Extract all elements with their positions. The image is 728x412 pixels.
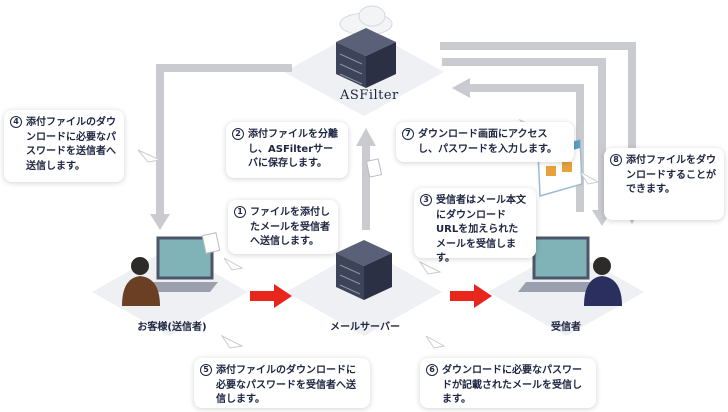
asfilter-label: ASFilter — [340, 88, 399, 103]
step-8-text: 添付ファイルをダウンロードすることができます。 — [626, 155, 716, 195]
arrowhead-asfilter-up — [356, 128, 376, 146]
file-thumbnail — [546, 166, 556, 176]
step-7-box: 7 ダウンロード画面にアクセスし、パスワードを入力します。 — [396, 122, 574, 162]
step-7-number: 7 — [402, 128, 414, 140]
person-body — [584, 276, 622, 306]
server-right — [366, 42, 396, 88]
person-body — [122, 276, 160, 306]
person-head — [593, 257, 611, 275]
route-arrow-asfilter-to-recipient — [442, 58, 606, 212]
customer-person-icon — [122, 236, 218, 306]
asfilter-server-icon — [336, 5, 396, 88]
step-8-box: 8 添付ファイルをダウンロードすることができます。 — [604, 148, 724, 220]
laptop-base — [142, 282, 218, 292]
step-6-text: ダウンロードに必要なパスワードが記載されたメールを受信します。 — [442, 365, 582, 405]
server-right — [364, 253, 392, 300]
server-left — [336, 42, 366, 88]
step-8-number: 8 — [610, 154, 622, 166]
laptop-base — [518, 282, 594, 292]
route-arrow-asfilter-to-customer — [156, 64, 292, 216]
paper-plane-icon — [220, 334, 244, 349]
paper-plane-icon — [418, 260, 442, 275]
paper-plane-icon — [579, 171, 600, 185]
step-3-number: 3 — [420, 194, 432, 206]
server-slot — [339, 284, 361, 295]
step-4-box: 4 添付ファイルのダウンロードに必要なパスワードを送信者へ送信します。 — [4, 110, 124, 182]
step-2-number: 2 — [232, 128, 244, 140]
server-slot — [339, 73, 363, 85]
person-head — [131, 257, 149, 275]
mailserver-label: メールサーバー — [330, 322, 400, 333]
arrowhead-customer — [150, 214, 170, 230]
document-icons — [201, 158, 383, 254]
recipient-person-icon — [518, 236, 622, 306]
server-slot — [339, 264, 361, 275]
flow-arrows — [250, 284, 492, 308]
step-7-text: ダウンロード画面にアクセスし、パスワードを入力します。 — [418, 129, 557, 155]
arrowhead-asfilter-left — [452, 78, 470, 98]
step-5-text: 添付ファイルのダウンロードに必要なパスワードを受信者へ送信します。 — [216, 365, 356, 405]
paper-plane-icon — [137, 149, 162, 163]
flow-arrow-server-to-recipient — [450, 284, 492, 308]
paper-plane-icon — [425, 335, 446, 349]
document-icon — [201, 232, 221, 254]
step-5-box: 5 添付ファイルのダウンロードに必要なパスワードを受信者へ送信します。 — [194, 358, 370, 408]
step-1-text: ファイルを添付したメールを受信者へ送信します。 — [250, 207, 330, 247]
step-3-text: 受信者はメール本文にダウンロードURLを加えられたメールを受信します。 — [436, 195, 526, 264]
step-4-text: 添付ファイルのダウンロードに必要なパスワードを送信者へ送信します。 — [26, 117, 116, 172]
mailserver-icon — [336, 240, 392, 300]
step-6-number: 6 — [426, 364, 438, 376]
laptop-screen — [532, 236, 590, 280]
document-icon — [365, 158, 383, 178]
recipient-label: 受信者 — [551, 322, 581, 333]
server-slot — [339, 53, 363, 65]
paper-plane-icon — [223, 257, 244, 271]
laptop-screen — [156, 236, 214, 280]
server-slot — [339, 63, 363, 75]
step-3-box: 3 受信者はメール本文にダウンロードURLを加えられたメールを受信します。 — [414, 188, 536, 264]
cloud-icon-puff — [358, 5, 386, 27]
step-5-number: 5 — [200, 364, 212, 376]
customer-label: お客様(送信者) — [137, 322, 207, 333]
step-4-number: 4 — [10, 116, 22, 128]
file-thumbnail — [562, 162, 572, 172]
step-1-number: 1 — [234, 206, 246, 218]
step-6-box: 6 ダウンロードに必要なパスワードが記載されたメールを受信します。 — [420, 358, 596, 408]
step-2-text: 添付ファイルを分離し、ASFilterサーバに保存します。 — [248, 129, 338, 169]
flow-arrow-customer-to-server — [250, 284, 292, 308]
server-left — [336, 253, 364, 300]
server-slot — [339, 274, 361, 285]
step-2-box: 2 添付ファイルを分離し、ASFilterサーバに保存します。 — [226, 122, 348, 178]
step-1-box: 1 ファイルを添付したメールを受信者へ送信します。 — [228, 200, 338, 254]
